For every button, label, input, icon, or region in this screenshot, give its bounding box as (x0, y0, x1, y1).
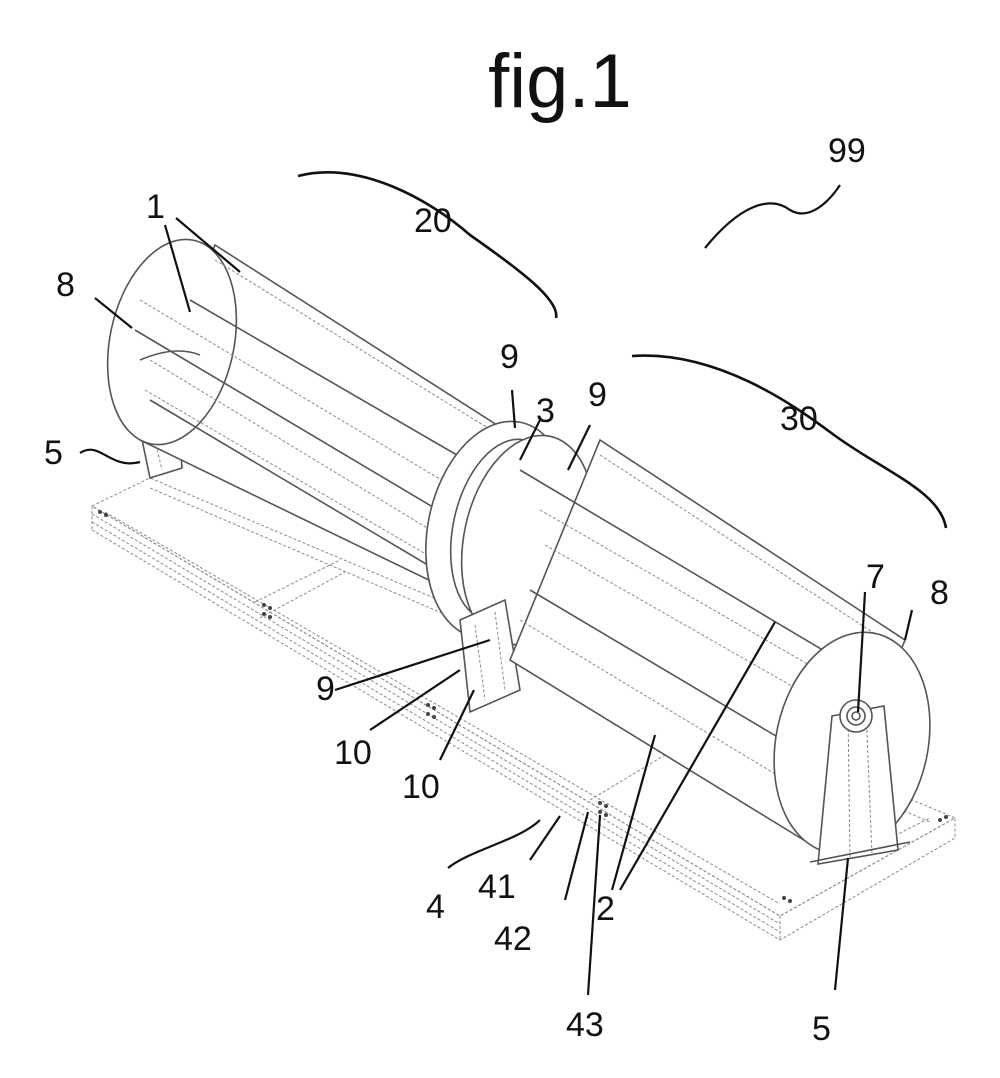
section-bracket-20 (298, 172, 556, 318)
label-4: 4 (426, 890, 445, 924)
label-5-right: 5 (812, 1012, 831, 1046)
bracket-99 (705, 185, 840, 248)
label-10-lower: 10 (402, 770, 440, 804)
label-8-right: 8 (930, 576, 949, 610)
label-2: 2 (596, 892, 615, 926)
bolt-plate (938, 815, 948, 822)
label-5-left: 5 (44, 436, 63, 470)
bolt-plate (426, 703, 436, 719)
label-9-stand: 9 (316, 672, 335, 706)
label-1: 1 (146, 190, 165, 224)
bolt-plate (262, 603, 272, 619)
bolt-plate (782, 896, 792, 903)
figure-title: fig.1 (0, 38, 1000, 125)
label-8-left: 8 (56, 268, 75, 302)
label-41: 41 (478, 870, 516, 904)
label-9-flange-right: 9 (588, 378, 607, 412)
label-99: 99 (828, 134, 866, 168)
label-9-flange-left: 9 (500, 340, 519, 374)
label-7: 7 (866, 560, 885, 594)
label-3: 3 (536, 394, 555, 428)
bolt-plate (98, 510, 108, 517)
label-10-upper: 10 (334, 736, 372, 770)
label-42: 42 (494, 922, 532, 956)
label-30: 30 (780, 402, 818, 436)
label-43: 43 (566, 1008, 604, 1042)
label-20: 20 (414, 204, 452, 238)
